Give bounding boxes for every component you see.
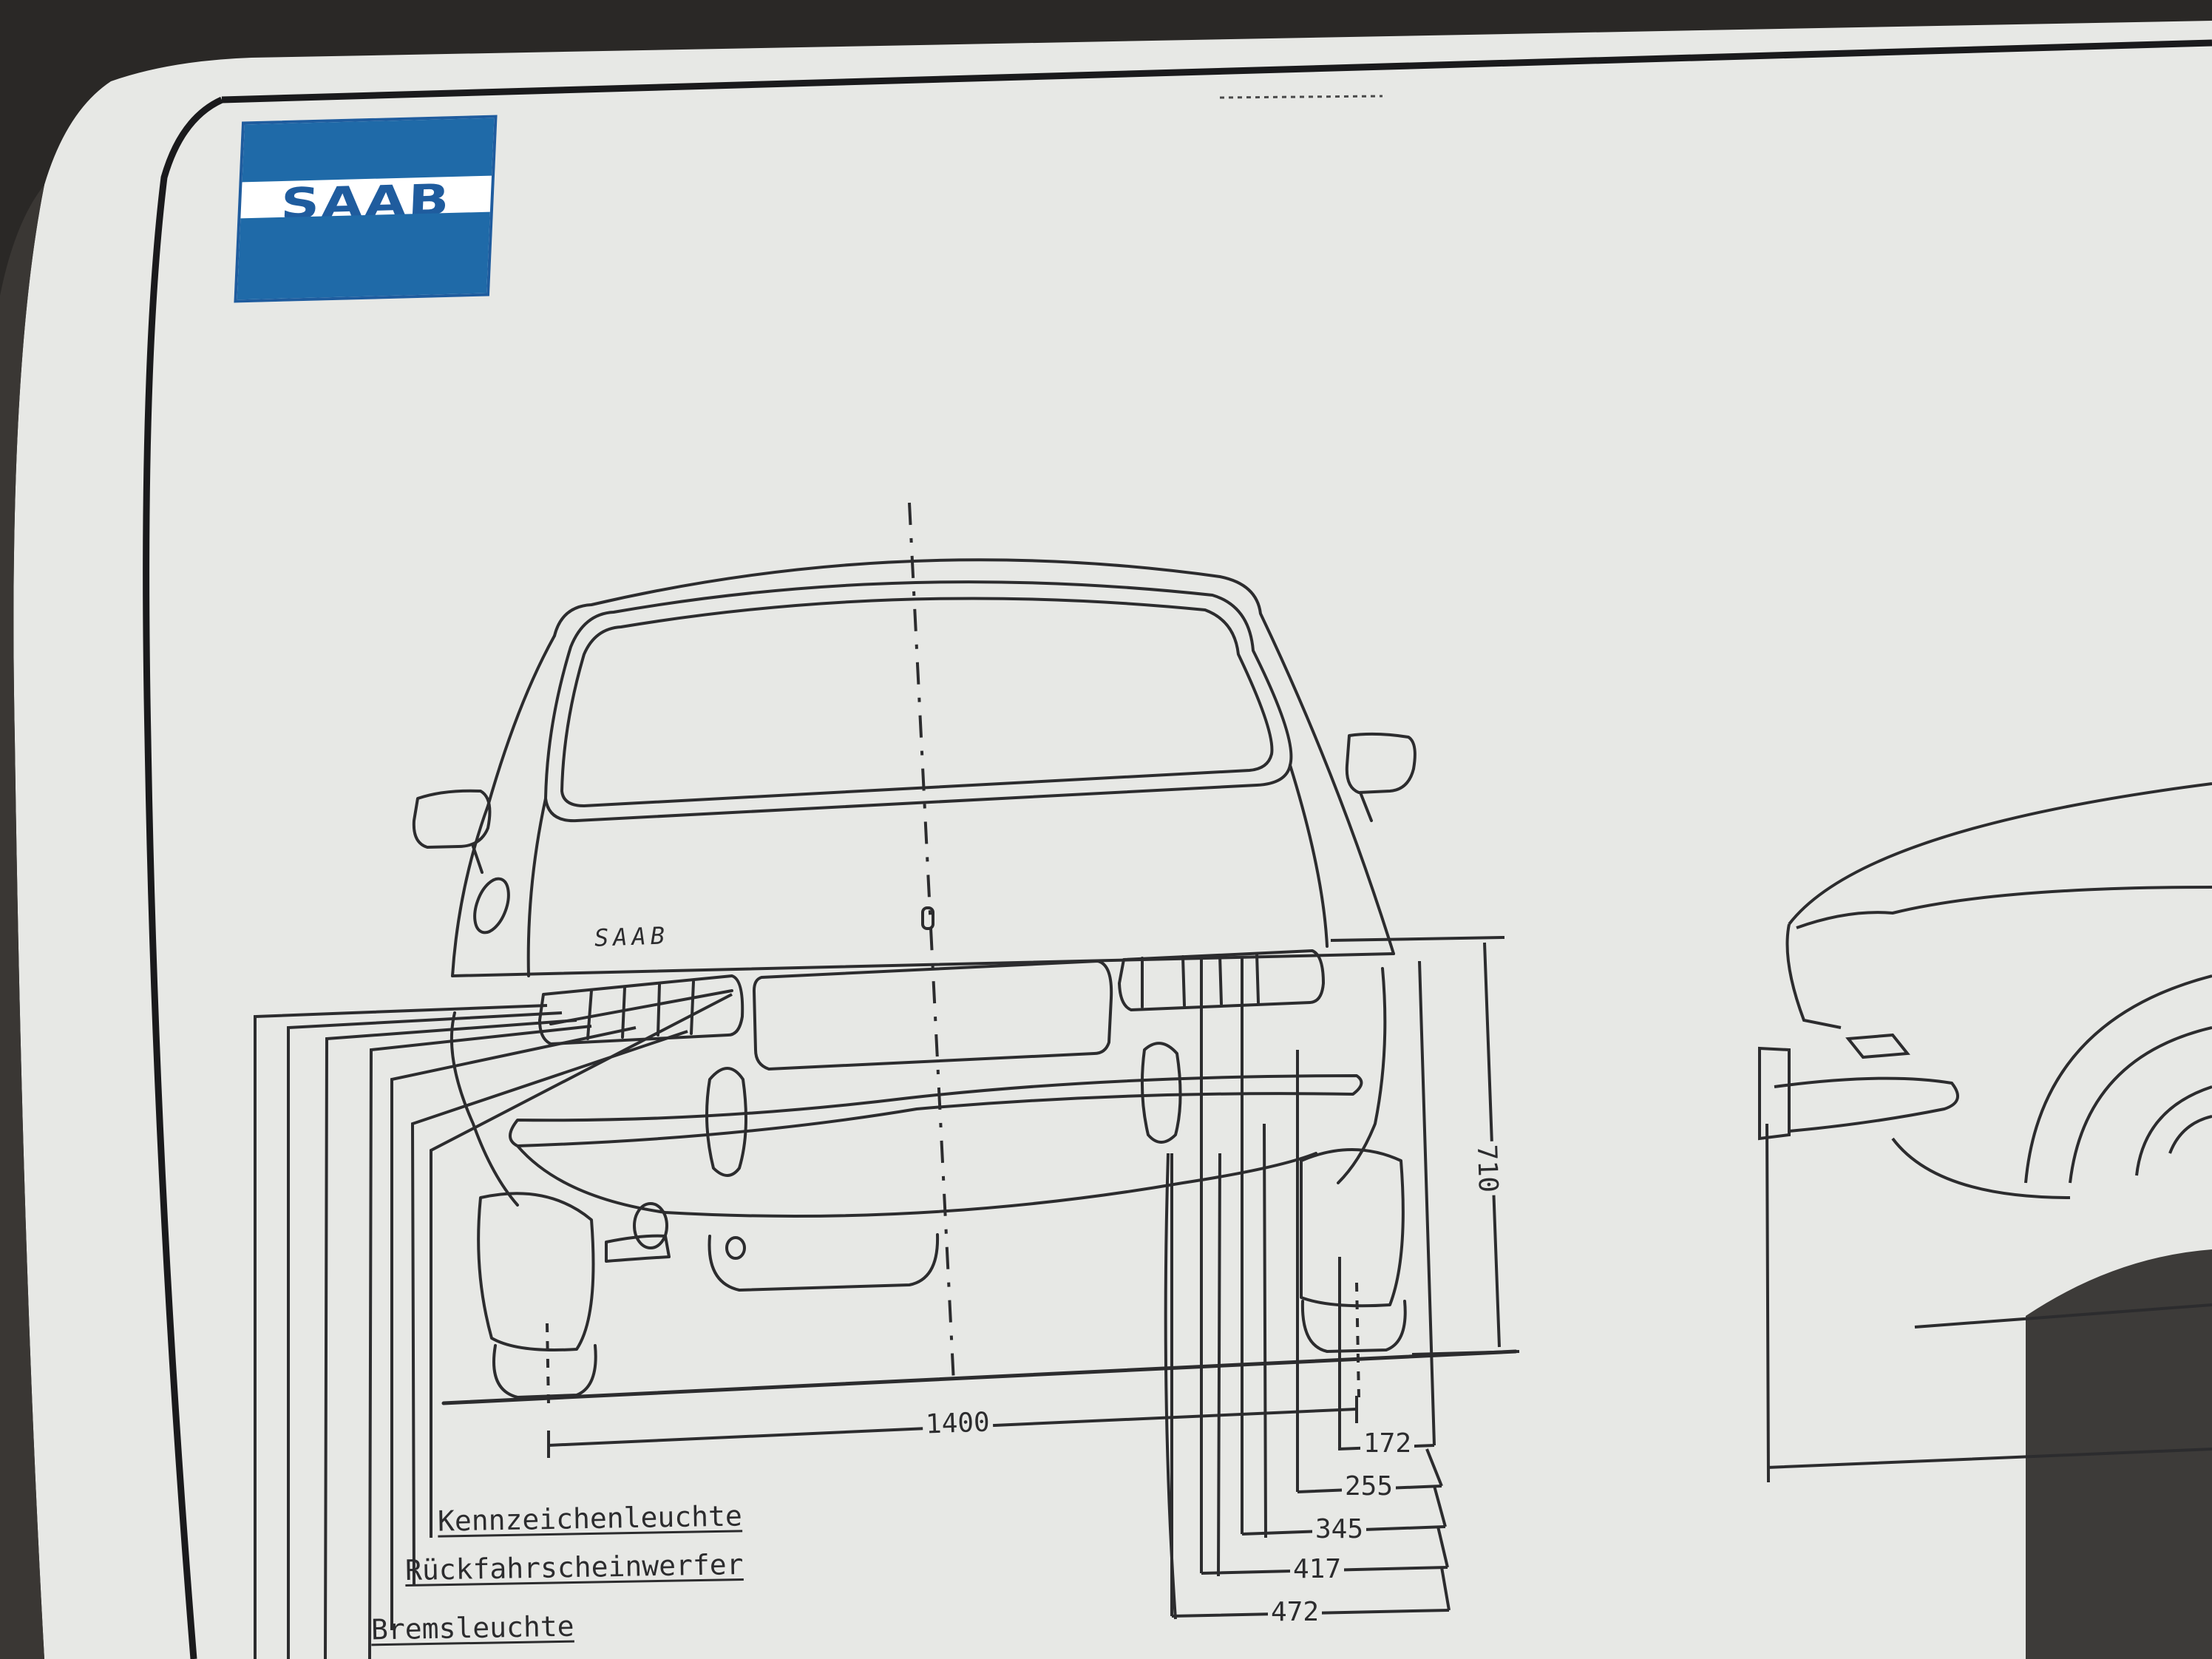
right-tail-light [1118, 949, 1325, 1011]
dimension-472: 472 [1268, 1597, 1323, 1627]
bumper-guard-right [1140, 1042, 1182, 1144]
dimension-172: 172 [1360, 1428, 1415, 1459]
label-reversing-light: Rückfahrscheinwerfer [404, 1548, 744, 1587]
dimension-345: 345 [1312, 1514, 1367, 1544]
border-frame [143, 39, 2212, 1659]
car-badge: SAAB [594, 921, 670, 952]
exhaust-pipe [605, 1234, 671, 1263]
top-dotted-mark [1219, 95, 1383, 99]
saab-logo: SAAB [234, 115, 498, 303]
label-brake-light: Bremsleuchte [370, 1609, 574, 1646]
wheel-right [1299, 1148, 1405, 1308]
rear-bumper [509, 1074, 1363, 1147]
roof-outline [553, 558, 1395, 955]
paper-sheet [13, 21, 2212, 1659]
fuel-cap [473, 877, 510, 934]
logo-bottom-band [237, 211, 490, 300]
tailgate-lock [921, 906, 934, 930]
mirror-right [1345, 732, 1417, 794]
muffler [708, 1233, 940, 1292]
ground-line [441, 1349, 1518, 1405]
wheel-left [477, 1192, 595, 1351]
bumper-guard-left [705, 1067, 747, 1177]
dimension-255: 255 [1342, 1471, 1397, 1502]
left-tail-light-segments [549, 980, 733, 1040]
mirror-left [412, 789, 492, 849]
license-plate-recess [753, 960, 1113, 1071]
center-axis [908, 502, 955, 1383]
paper-shadow-left [0, 185, 44, 1659]
dimension-417: 417 [1290, 1554, 1345, 1584]
label-license-plate-light: Kennzeichenleuchte [437, 1499, 743, 1538]
dimension-bumper-height: 710 [1470, 1141, 1504, 1196]
left-tail-light [538, 974, 744, 1045]
tail-panel [451, 952, 1395, 977]
logo-top-band [242, 118, 495, 183]
dimension-track-width: 1400 [922, 1407, 994, 1440]
car-rear-view [412, 558, 1518, 1405]
car-side-view [1758, 782, 2212, 1483]
